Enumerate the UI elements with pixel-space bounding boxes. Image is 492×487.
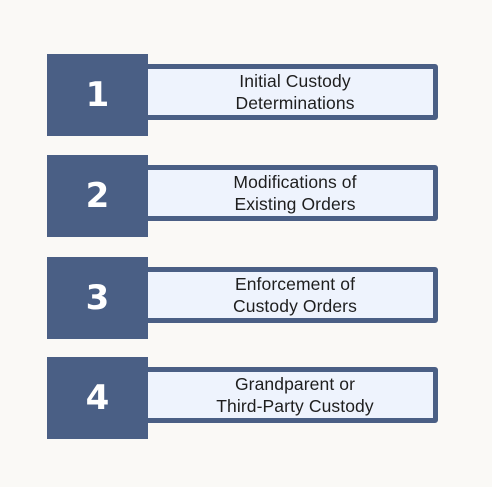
item-number-box: 1 bbox=[47, 54, 148, 136]
item-number-box: 3 bbox=[47, 257, 148, 339]
item-label: Grandparent or Third-Party Custody bbox=[216, 374, 374, 416]
list-item-1: Initial Custody Determinations 1 bbox=[0, 54, 492, 144]
list-item-4: Grandparent or Third-Party Custody 4 bbox=[0, 357, 492, 447]
item-number: 4 bbox=[85, 378, 110, 418]
item-label: Modifications of Existing Orders bbox=[233, 172, 357, 214]
item-label-box: Enforcement of Custody Orders bbox=[138, 267, 438, 323]
list-item-3: Enforcement of Custody Orders 3 bbox=[0, 257, 492, 347]
item-number-box: 4 bbox=[47, 357, 148, 439]
item-label-box: Grandparent or Third-Party Custody bbox=[138, 367, 438, 423]
item-number: 2 bbox=[85, 176, 110, 216]
list-item-2: Modifications of Existing Orders 2 bbox=[0, 155, 492, 245]
item-label-box: Modifications of Existing Orders bbox=[138, 165, 438, 221]
item-number: 3 bbox=[85, 278, 110, 318]
item-label: Initial Custody Determinations bbox=[235, 71, 355, 113]
item-label-box: Initial Custody Determinations bbox=[138, 64, 438, 120]
item-label: Enforcement of Custody Orders bbox=[233, 274, 357, 316]
item-number-box: 2 bbox=[47, 155, 148, 237]
item-number: 1 bbox=[85, 75, 110, 115]
